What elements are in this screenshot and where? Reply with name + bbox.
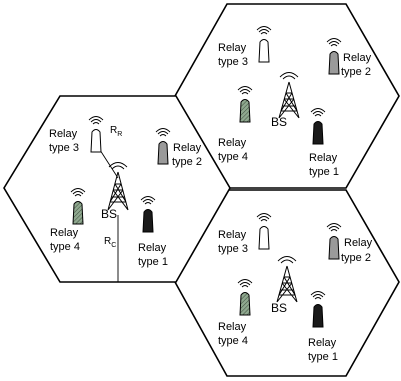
base-station-tower-icon	[107, 162, 129, 211]
relay-type3-icon	[256, 26, 272, 63]
relay-type2-icon	[155, 128, 171, 165]
relay-label-left-type4-type: type 4	[50, 241, 80, 253]
relay-label-tr-type2-type: type 2	[341, 66, 371, 78]
relay-type3-icon	[88, 116, 104, 153]
relay-label-left-type2: Relay	[173, 142, 202, 154]
relay-label-tr-type4: Relay	[218, 137, 247, 149]
bs-label-left: BS	[101, 207, 117, 221]
radius-rr-line	[99, 149, 119, 179]
radius-rr-label: RR	[110, 125, 122, 138]
relay-label-tr-type1: Relay	[309, 152, 338, 164]
relay-type4-icon	[70, 188, 86, 225]
relay-label-br-type1-type: type 1	[308, 351, 338, 363]
bs-label-bottom-right: BS	[271, 301, 287, 315]
relay-label-left-type4: Relay	[50, 227, 79, 239]
relay-label-tr-type4-type: type 4	[218, 151, 248, 163]
base-station-tower-icon	[278, 72, 300, 119]
relay-label-br-type1: Relay	[308, 337, 337, 349]
relay-label-left-type1: Relay	[138, 242, 167, 254]
base-station-tower-icon	[276, 256, 298, 303]
relay-type1-icon	[140, 196, 156, 233]
relay-label-br-type3: Relay	[218, 229, 247, 241]
relay-label-br-type2-type: type 2	[341, 252, 371, 264]
relay-type2-icon	[326, 38, 342, 75]
relay-label-br-type4: Relay	[218, 321, 247, 333]
radius-rc-label: RC	[104, 236, 116, 249]
relay-label-left-type2-type: type 2	[172, 156, 202, 168]
hex-cell-left	[3, 95, 231, 283]
relay-type4-icon	[237, 86, 253, 123]
relay-type1-icon	[310, 291, 326, 328]
bs-label-top-right: BS	[271, 115, 287, 129]
relay-label-tr-type3: Relay	[218, 42, 247, 54]
relay-type2-icon	[326, 223, 342, 260]
relay-type4-icon	[237, 279, 253, 316]
relay-label-left-type1-type: type 1	[138, 256, 168, 268]
relay-label-tr-type3-type: type 3	[218, 56, 248, 68]
relay-label-tr-type2: Relay	[343, 52, 372, 64]
relay-label-br-type4-type: type 4	[218, 335, 248, 347]
relay-label-left-type3-type: type 3	[49, 142, 79, 154]
relay-type1-icon	[310, 108, 326, 145]
relay-label-br-type3-type: type 3	[218, 243, 248, 255]
relay-label-left-type3: Relay	[49, 128, 78, 140]
relay-label-br-type2: Relay	[344, 237, 373, 249]
relay-type3-icon	[256, 213, 272, 250]
relay-label-tr-type1-type: type 1	[309, 166, 339, 178]
